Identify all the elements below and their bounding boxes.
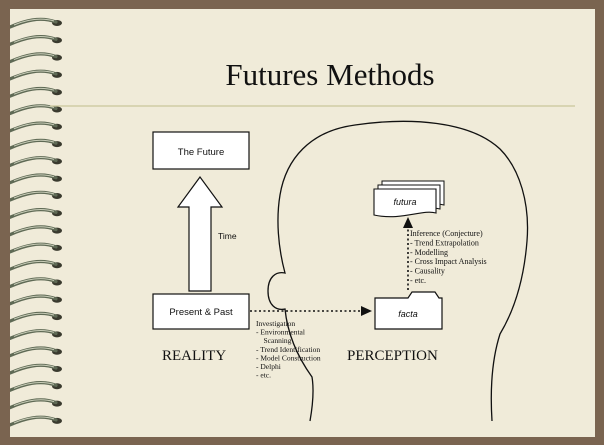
spiral-ring xyxy=(10,363,62,375)
spiral-ring xyxy=(10,17,62,29)
facta-label: facta xyxy=(398,309,418,319)
spiral-ring xyxy=(10,398,62,410)
slide: Futures Methods The Future Time Present … xyxy=(10,9,595,437)
futura-label: futura xyxy=(393,197,416,207)
inference-item: - etc. xyxy=(410,276,426,285)
spiral-ring xyxy=(10,242,62,254)
spiral-ring xyxy=(10,156,62,167)
head-silhouette xyxy=(267,120,529,422)
spiral-ring xyxy=(10,121,62,133)
investigation-item: - etc. xyxy=(256,371,271,380)
inference-item: - Causality xyxy=(410,267,445,276)
futura-doc-front xyxy=(373,188,437,218)
spiral-ring xyxy=(10,138,62,150)
investigation-item: - Delphi xyxy=(256,362,281,371)
spiral-ring xyxy=(10,173,62,185)
spiral-ring xyxy=(10,415,62,427)
investigation-arrowhead xyxy=(361,306,372,316)
investigation-item: Scanning xyxy=(256,336,292,345)
time-arrow xyxy=(176,175,224,292)
spiral-ring xyxy=(10,190,62,202)
spiral-ring xyxy=(10,69,62,81)
inference-item: Inference (Conjecture) xyxy=(410,229,483,238)
investigation-item: - Environmental xyxy=(256,328,305,337)
futures-diagram: The Future Time Present & Past facta fut… xyxy=(50,105,575,422)
spiral-ring xyxy=(10,225,62,237)
inference-item: - Cross Impact Analysis xyxy=(410,257,487,266)
inference-arrowhead xyxy=(403,217,413,228)
spiral-ring xyxy=(10,104,62,116)
spiral-ring xyxy=(10,35,62,46)
time-label: Time xyxy=(218,231,237,241)
spiral-ring xyxy=(10,86,62,98)
spiral-ring xyxy=(10,381,62,392)
spiral-ring xyxy=(10,52,62,64)
spiral-ring xyxy=(10,294,62,306)
present-box-label: Present & Past xyxy=(169,307,233,318)
inference-item: - Modelling xyxy=(410,248,448,257)
reality-label: REALITY xyxy=(162,348,226,364)
facta-folder xyxy=(374,291,443,330)
investigation-item: Investigation xyxy=(256,319,295,328)
spiral-ring xyxy=(10,259,62,271)
spiral-ring xyxy=(10,277,62,289)
investigation-list: Investigation- Environmental Scanning- T… xyxy=(256,319,321,380)
spiral-ring xyxy=(10,346,62,358)
spiral-ring xyxy=(10,329,62,340)
investigation-item: - Trend Identification xyxy=(256,345,320,354)
perception-label: PERCEPTION xyxy=(347,348,438,364)
future-box xyxy=(152,131,250,170)
present-box xyxy=(152,293,250,330)
spiral-ring xyxy=(10,311,62,323)
spiral-binding xyxy=(10,17,62,427)
inference-list: Inference (Conjecture)- Trend Extrapolat… xyxy=(410,229,487,285)
slide-title: Futures Methods xyxy=(225,57,435,92)
investigation-item: - Model Construction xyxy=(256,353,321,362)
spiral-ring xyxy=(10,208,62,219)
future-box-label: The Future xyxy=(178,147,224,158)
inference-item: - Trend Extrapolation xyxy=(410,238,479,247)
